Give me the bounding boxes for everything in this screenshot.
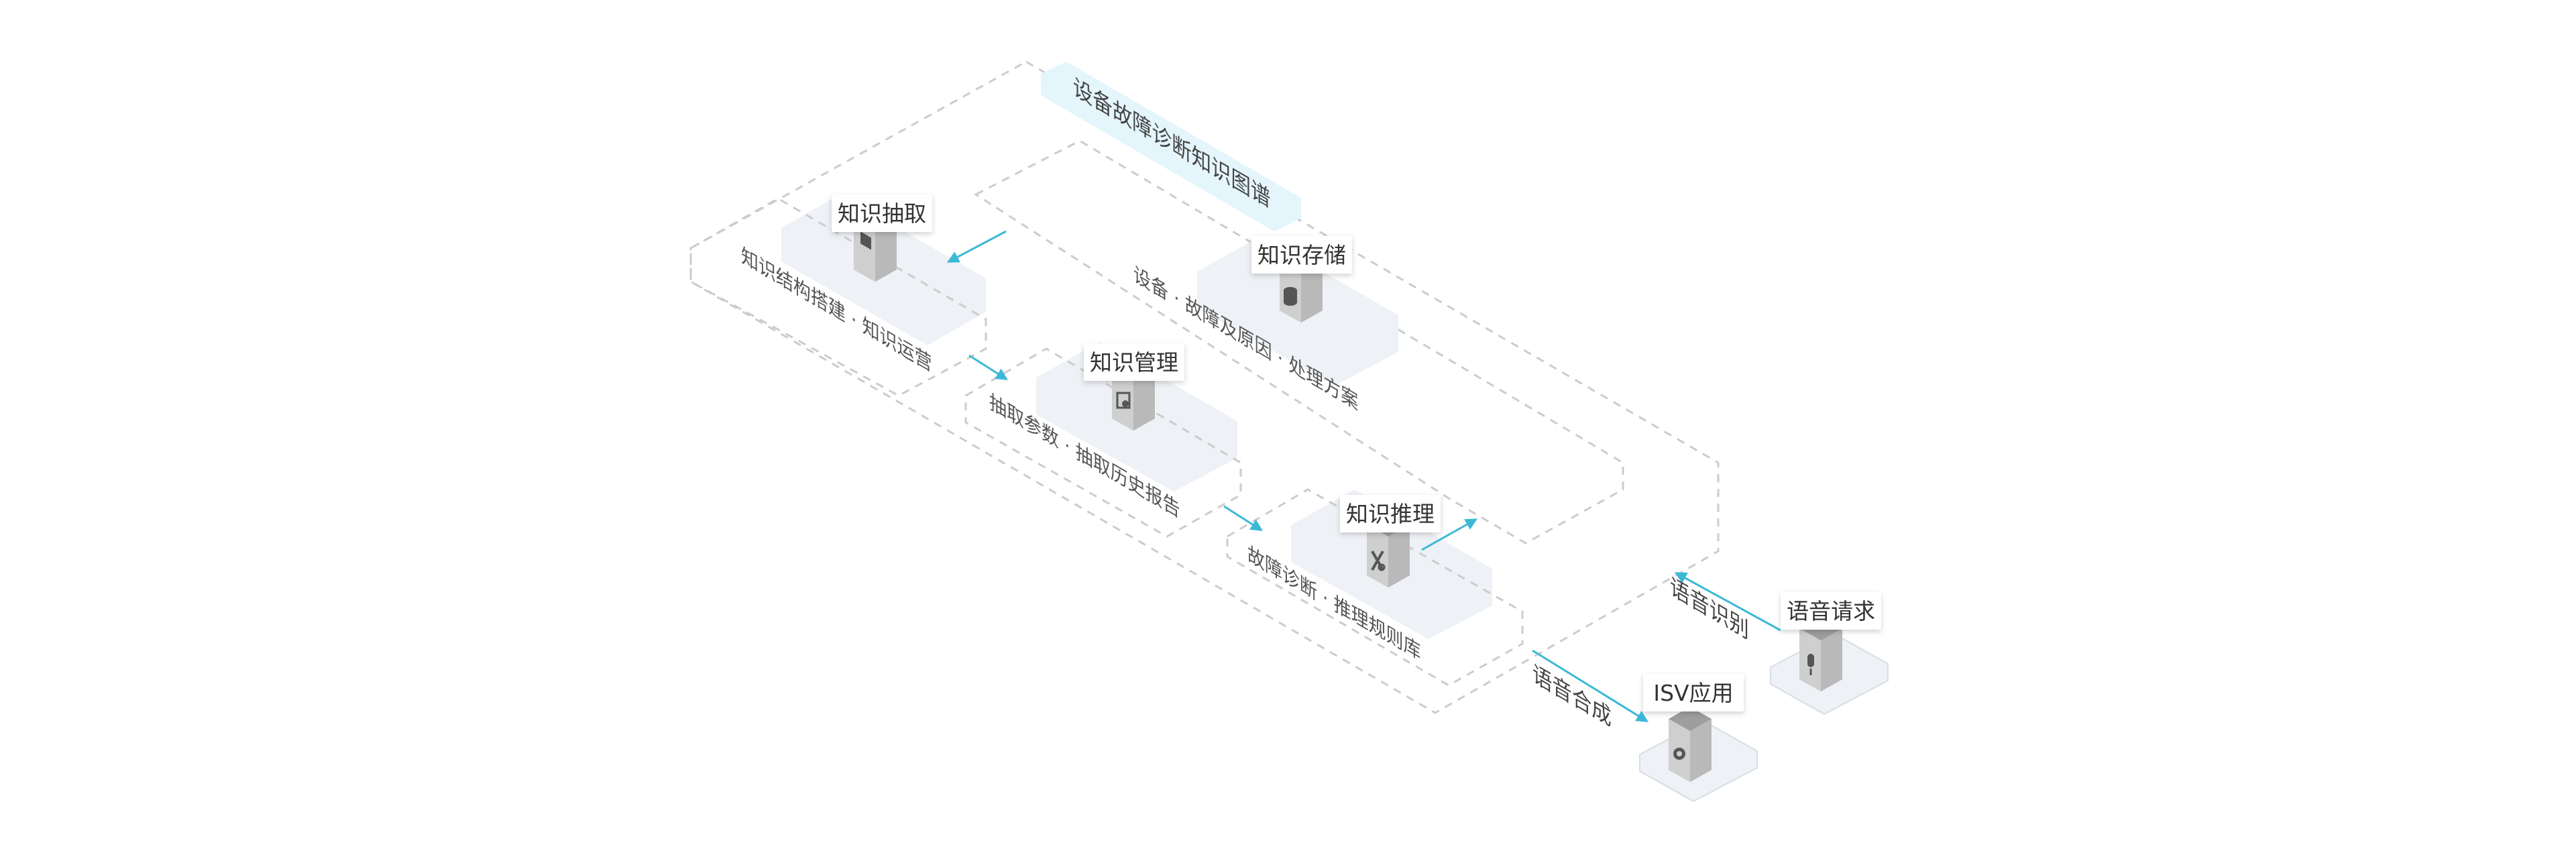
node-label: ISV应用: [1653, 680, 1733, 706]
node-isv-app[interactable]: ISV应用: [1639, 674, 1758, 803]
outer-boundary: [689, 60, 1720, 714]
title-banner: 设备故障诊断知识图谱: [1041, 62, 1301, 231]
tile-extract-outline: [689, 197, 987, 397]
flow-label-voice-synthesis: 语音合成: [1532, 660, 1612, 732]
tile-reason-outline: [1226, 488, 1524, 687]
node-label: 语音请求: [1787, 598, 1875, 624]
arrow-extract-in: [946, 230, 1007, 263]
inner-loop: [974, 139, 1624, 545]
microphone-icon: [1799, 616, 1842, 691]
node-label: 知识存储: [1257, 242, 1346, 268]
node-knowledge-management[interactable]: 知识管理 抽取参数 · 抽取历史报告: [964, 342, 1242, 538]
arrow-manage-to-reason: [1223, 505, 1264, 531]
arrow-voice-synthesis: [1532, 649, 1649, 722]
arrow-reason-out: [1421, 518, 1478, 551]
diagram-title: 设备故障诊断知识图谱: [1073, 73, 1270, 214]
tile-manage-outline: [964, 347, 1242, 538]
node-knowledge-reasoning[interactable]: 知识推理 故障诊断 · 推理规则库: [1226, 488, 1524, 687]
node-voice-request[interactable]: 语音请求: [1770, 592, 1889, 715]
node-label: 知识抽取: [838, 201, 926, 227]
node-label: 知识管理: [1090, 349, 1178, 376]
flow-label-voice-recognition: 语音识别: [1670, 573, 1749, 645]
node-label: 知识推理: [1346, 501, 1435, 527]
arrow-voice-recognition: [1674, 572, 1781, 632]
arrow-extract-to-manage: [968, 354, 1009, 380]
gear-icon: [1669, 707, 1712, 782]
